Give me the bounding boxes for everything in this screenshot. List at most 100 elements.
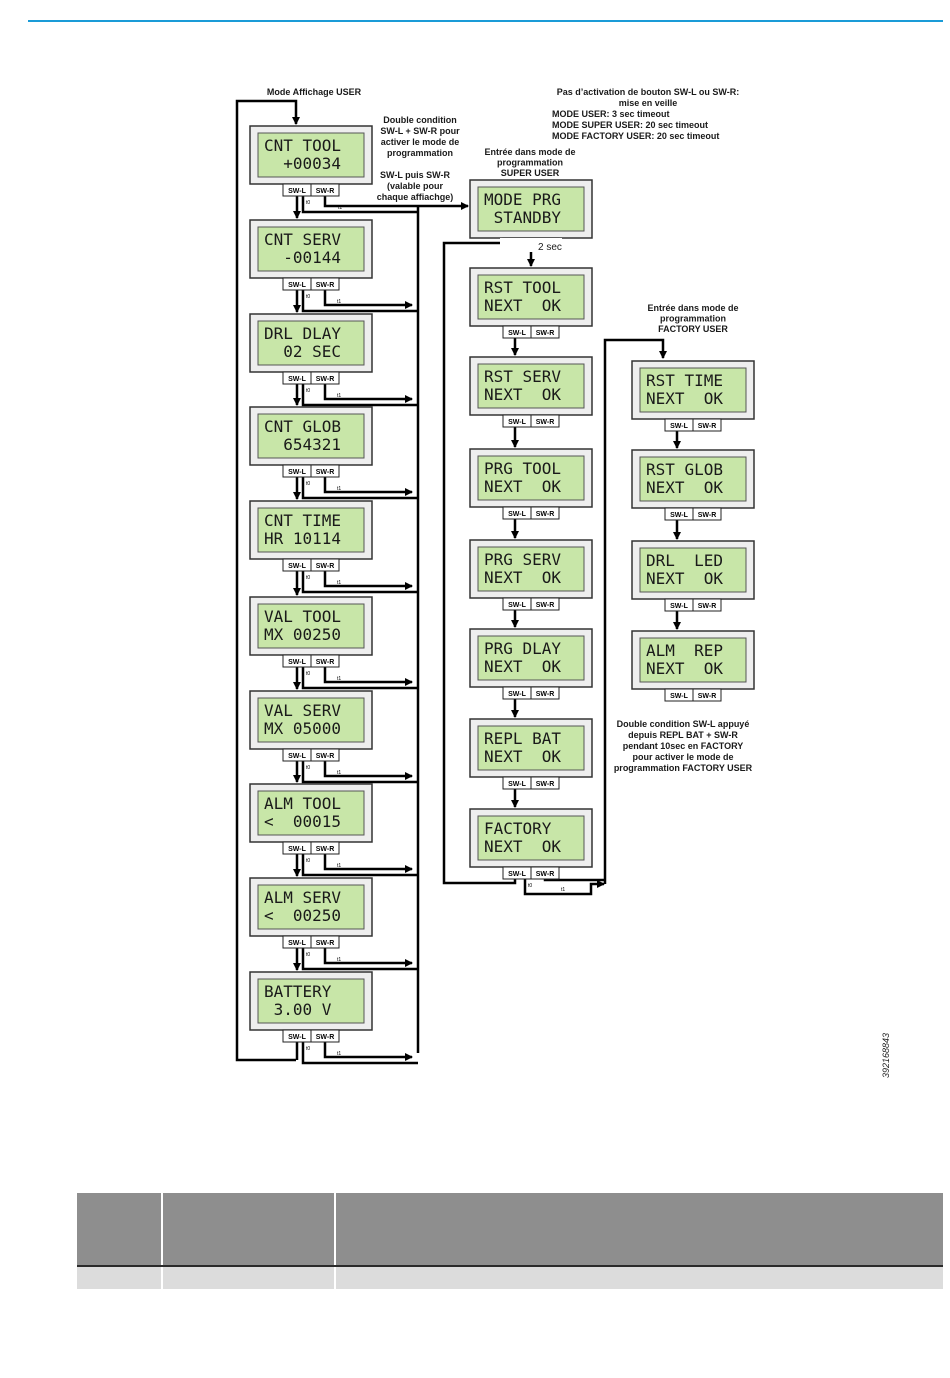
lcd-line-1: CNT TIME bbox=[264, 511, 341, 530]
lcd-screen bbox=[257, 603, 365, 649]
lcd-line-2: 3.00 V bbox=[264, 1000, 341, 1019]
lcd-line-2: MX 00250 bbox=[264, 625, 341, 644]
factory-route-line bbox=[523, 879, 605, 896]
sw-l-label: SW-L bbox=[508, 871, 526, 878]
sw-r-label: SW-R bbox=[698, 693, 717, 700]
sw-lr-bracket bbox=[301, 290, 418, 313]
sw-l-label: SW-L bbox=[508, 781, 526, 788]
sw-r-button bbox=[310, 748, 340, 762]
sw-lr-bracket bbox=[301, 384, 418, 407]
sw-r-button bbox=[530, 776, 560, 790]
t0-label: t0 bbox=[306, 575, 310, 581]
t1-label: t1 bbox=[337, 393, 341, 399]
lcd-line-2: NEXT OK bbox=[484, 296, 561, 315]
sw-r-button bbox=[310, 841, 340, 855]
t0-label: t0 bbox=[306, 294, 310, 300]
sw-r-label: SW-R bbox=[316, 282, 335, 289]
sw-r-button bbox=[530, 686, 560, 700]
sw-r-label: SW-R bbox=[316, 563, 335, 570]
lcd-screen bbox=[477, 546, 585, 592]
sw-l-label: SW-L bbox=[288, 376, 306, 383]
sw-l-label: SW-L bbox=[508, 330, 526, 337]
lcd-line-1: PRG TOOL bbox=[484, 459, 561, 478]
super-entry-text: SUPER USER bbox=[501, 168, 560, 178]
lcd-line-1: CNT TOOL bbox=[264, 136, 341, 155]
lcd-line-1: ALM SERV bbox=[264, 888, 341, 907]
sw-r-button bbox=[310, 277, 340, 291]
mode-user-label: Mode Affichage USER bbox=[267, 87, 362, 97]
lcd-line-1: DRL DLAY bbox=[264, 324, 341, 343]
sw-r-bracket bbox=[323, 384, 413, 403]
sw-r-label: SW-R bbox=[316, 376, 335, 383]
sw-r-button bbox=[310, 464, 340, 478]
sw-r-label: SW-R bbox=[536, 419, 555, 426]
t0-label: t0 bbox=[306, 952, 310, 958]
sw-r-label: SW-R bbox=[316, 940, 335, 947]
sw-r-label: SW-R bbox=[698, 603, 717, 610]
header-rule bbox=[28, 20, 943, 22]
lcd-line-2: 02 SEC bbox=[264, 342, 341, 361]
sw-r-label: SW-R bbox=[698, 512, 717, 519]
table-header bbox=[77, 1193, 943, 1265]
sw-l-label: SW-L bbox=[288, 846, 306, 853]
timeout-text: MODE USER: 3 sec timeout bbox=[552, 109, 670, 119]
lcd-line-2: NEXT OK bbox=[484, 657, 561, 676]
lcd-screen bbox=[477, 363, 585, 409]
factory-condition-text: programmation FACTORY USER bbox=[614, 763, 753, 773]
sw-l-label: SW-L bbox=[508, 511, 526, 518]
lcd-line-2: NEXT OK bbox=[646, 659, 723, 678]
t0-label: t0 bbox=[306, 671, 310, 677]
lcd-line-2: NEXT OK bbox=[484, 747, 561, 766]
table-header-col-2 bbox=[163, 1193, 336, 1265]
lcd-line-1: REPL BAT bbox=[484, 729, 561, 748]
lcd-screen bbox=[477, 725, 585, 771]
sw-l-label: SW-L bbox=[288, 940, 306, 947]
sw-lr-bracket bbox=[301, 477, 418, 500]
lcd-screen bbox=[639, 456, 747, 502]
sw-r-label: SW-R bbox=[536, 330, 555, 337]
lcd-line-1: MODE PRG bbox=[484, 190, 561, 209]
super-entry-text: Entrée dans mode de bbox=[484, 147, 575, 157]
sw-r-button bbox=[530, 414, 560, 428]
t1-label: t1 bbox=[561, 887, 565, 893]
sw-l-label: SW-L bbox=[508, 691, 526, 698]
lcd-line-1: PRG SERV bbox=[484, 550, 561, 569]
lcd-screen bbox=[477, 274, 585, 320]
sw-r-button bbox=[692, 507, 722, 521]
factory-entry-text: programmation bbox=[660, 314, 726, 324]
lcd-line-1: ALM REP bbox=[646, 641, 723, 660]
sw-r-bracket bbox=[323, 290, 413, 309]
lcd-line-1: RST TIME bbox=[646, 371, 723, 390]
sw-l-label: SW-L bbox=[508, 419, 526, 426]
lcd-line-2: NEXT OK bbox=[484, 385, 561, 404]
factory-condition-text: Double condition SW-L appuyé bbox=[617, 719, 750, 729]
lcd-line-2: NEXT OK bbox=[484, 477, 561, 496]
swl-then-swr-text: (valable pour bbox=[387, 181, 444, 191]
lcd-screen bbox=[257, 697, 365, 743]
sw-r-button bbox=[530, 597, 560, 611]
lcd-screen bbox=[257, 132, 365, 178]
sw-r-bracket bbox=[323, 854, 413, 873]
lcd-line-1: VAL SERV bbox=[264, 701, 341, 720]
swl-then-swr-text: chaque affiachge) bbox=[377, 192, 454, 202]
sw-lr-bracket bbox=[301, 667, 418, 690]
lcd-line-1: CNT GLOB bbox=[264, 417, 341, 436]
sw-r-label: SW-R bbox=[316, 753, 335, 760]
lcd-screen bbox=[257, 320, 365, 366]
lcd-line-2: MX 05000 bbox=[264, 719, 341, 738]
lcd-screen bbox=[257, 978, 365, 1024]
lcd-screen bbox=[257, 884, 365, 930]
lcd-line-2: NEXT OK bbox=[646, 389, 723, 408]
factory-condition-text: pour activer le mode de bbox=[632, 752, 733, 762]
first-sw-l bbox=[301, 196, 418, 214]
sw-r-label: SW-R bbox=[536, 511, 555, 518]
